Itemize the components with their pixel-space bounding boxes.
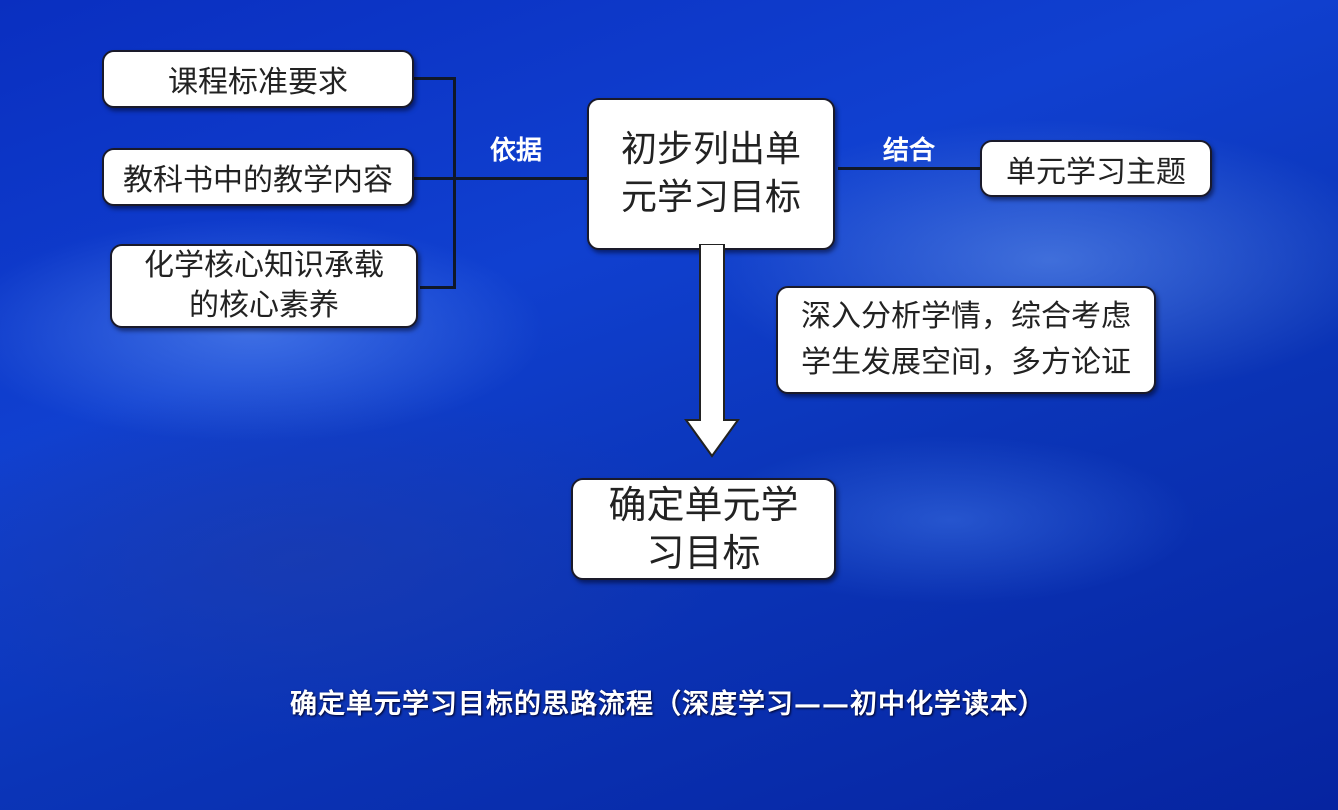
box-text: 化学核心知识承载的核心素养 (144, 248, 384, 323)
connector (412, 77, 456, 80)
source-box-curriculum: 课程标准要求 (102, 50, 414, 108)
down-arrow-icon (684, 244, 740, 458)
box-text: 确定单元学习目标 (608, 483, 799, 575)
box-text: 初步列出单元学习目标 (620, 129, 801, 218)
connector (412, 177, 588, 180)
connector (453, 77, 456, 289)
unit-theme-box: 单元学习主题 (980, 140, 1212, 197)
caption: 确定单元学习目标的思路流程（深度学习——初中化学读本） (290, 689, 1046, 720)
label-basis: 依据 (490, 136, 543, 166)
box-text: 单元学习主题 (1006, 154, 1186, 190)
label-combine: 结合 (883, 136, 936, 166)
source-box-literacy: 化学核心知识承载的核心素养 (110, 244, 418, 328)
box-text: 深入分析学情，综合考虑学生发展空间，多方论证 (801, 299, 1131, 380)
preliminary-goals-box: 初步列出单元学习目标 (587, 98, 835, 250)
connector (838, 167, 982, 170)
box-text: 教科书中的教学内容 (123, 163, 393, 198)
connector (420, 286, 456, 289)
analysis-note-box: 深入分析学情，综合考虑学生发展空间，多方论证 (776, 286, 1156, 394)
source-box-textbook: 教科书中的教学内容 (102, 148, 414, 206)
final-goals-box: 确定单元学习目标 (571, 478, 836, 580)
box-text: 课程标准要求 (168, 65, 348, 100)
